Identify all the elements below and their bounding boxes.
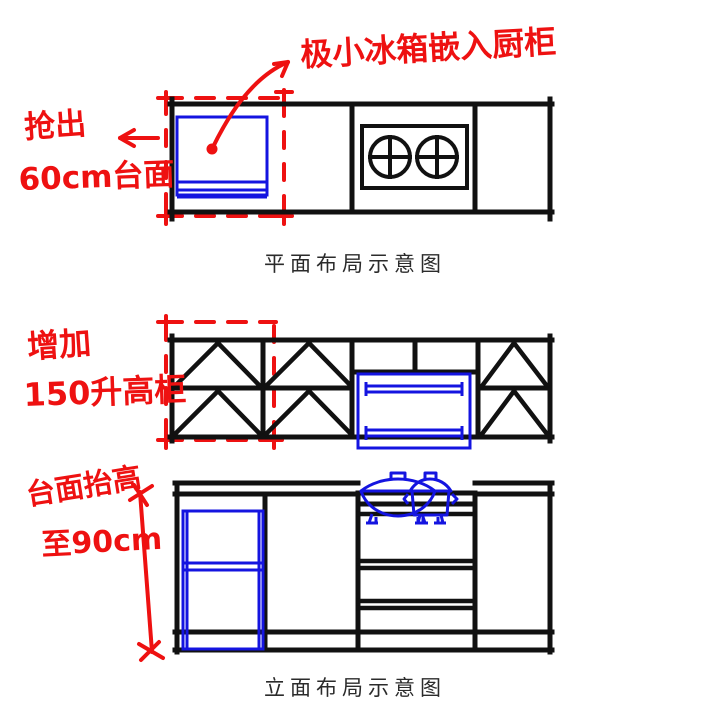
- upper-highlight-region: [156, 314, 284, 450]
- cabinet-door-swing-marks: [172, 339, 550, 437]
- range-hood: [356, 372, 472, 450]
- annotation-counter-gain-line1: 抢出: [23, 106, 87, 146]
- plan-caption: 平面布局示意图: [264, 253, 446, 276]
- wall-cabinet-carcass: [167, 333, 555, 444]
- annotation-tall-cabinet-line2: 150升高柜: [23, 370, 187, 414]
- annotation-counter-height-line2: 至90cm: [41, 522, 163, 563]
- counter-gain-leader: [118, 128, 160, 148]
- annotation-counter-height-line1: 台面抬高: [24, 460, 144, 512]
- annotation-counter-gain-line2: 60cm台面: [18, 157, 175, 198]
- drawer-stack: [355, 511, 478, 611]
- elevation-height-dimension: [128, 483, 165, 662]
- plan-burner-left: [368, 135, 412, 179]
- plan-figure: 极小冰箱嵌入厨柜 抢出 60cm台面: [18, 23, 557, 226]
- lower-elevation-figure: 台面抬高 至90cm: [24, 460, 555, 662]
- plan-fridge: [175, 115, 269, 199]
- upper-elevation-figure: 增加 150升高柜: [23, 314, 555, 450]
- fridge-note-leader: [206, 60, 290, 155]
- pot-cookware: [402, 471, 459, 525]
- plan-cooktop: [360, 124, 469, 190]
- annotation-tall-cabinet-line1: 增加: [26, 324, 93, 366]
- plan-counter-run: [167, 96, 555, 222]
- elevation-fridge-cabinet: [181, 509, 265, 651]
- annotation-fridge-note: 极小冰箱嵌入厨柜: [299, 23, 557, 74]
- plan-burner-right: [415, 135, 459, 179]
- elevation-caption: 立面布局示意图: [264, 677, 446, 700]
